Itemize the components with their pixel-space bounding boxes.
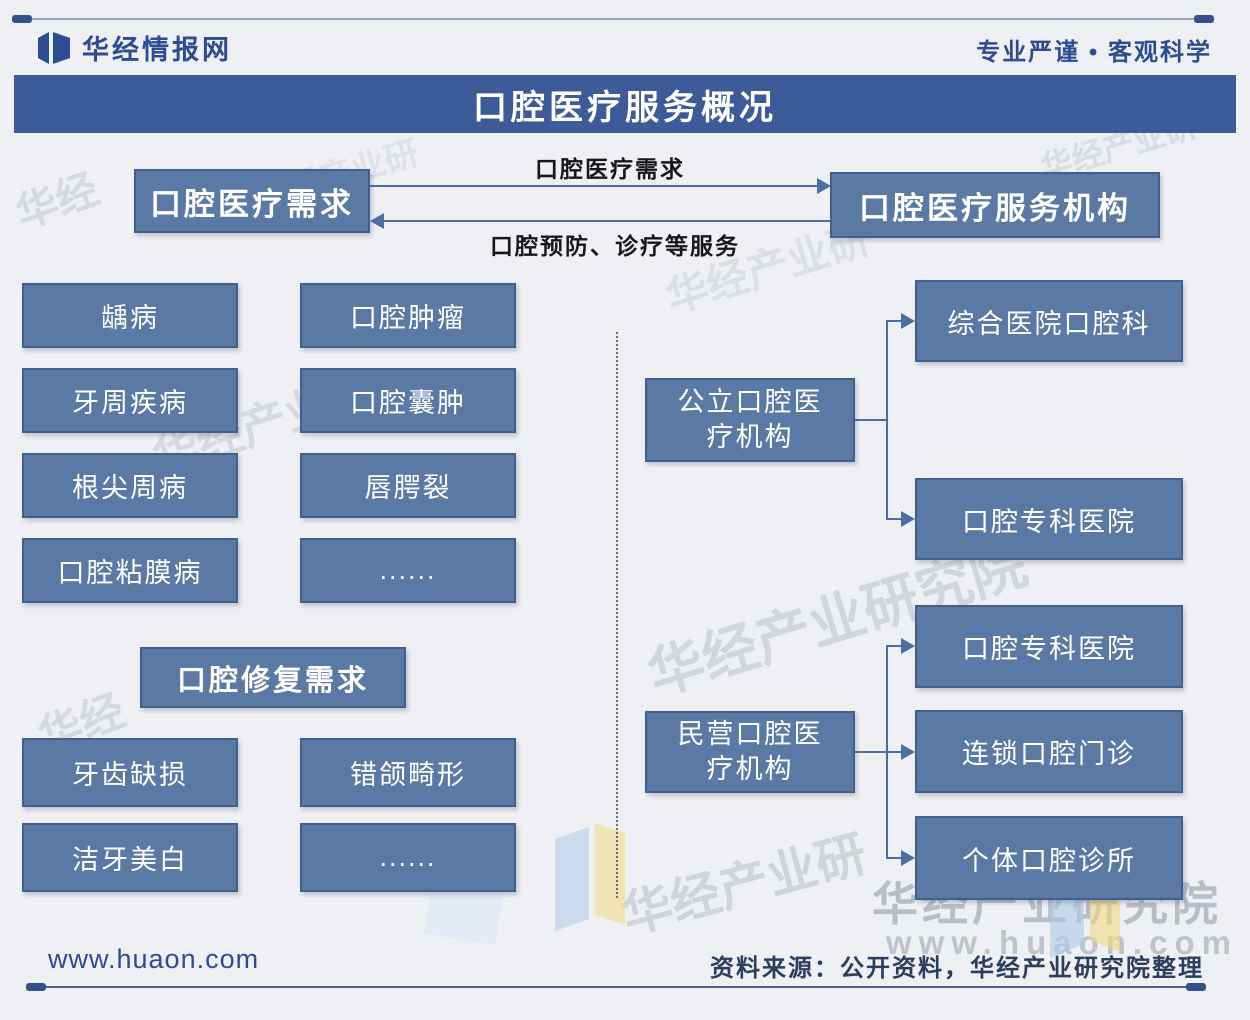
footer-site-url: www.huaon.com: [48, 944, 260, 974]
arrow-head-right-icon: [901, 313, 915, 329]
section-divider-dotted: [616, 332, 618, 898]
brand-name: 华经情报网: [82, 35, 232, 65]
private-institution-line1: 民营口腔医: [677, 718, 823, 749]
private-child-box: 个体口腔诊所: [915, 816, 1183, 900]
arrow-head-right-icon: [817, 178, 831, 194]
brand-logo-icon: [38, 31, 70, 64]
page-title: 口腔医疗服务概况: [14, 75, 1236, 133]
footer-line-right-cap: [1186, 983, 1206, 991]
flow-box-institutions: 口腔医疗服务机构: [830, 172, 1160, 238]
repair-item: 牙齿缺损: [22, 738, 238, 807]
arrow-line-left: [384, 220, 830, 222]
connector-line: [886, 320, 888, 520]
connector-line: [887, 751, 903, 753]
public-institution-box: 公立口腔医 疗机构: [645, 378, 855, 462]
top-line-left-cap: [12, 15, 32, 23]
public-institution-line1: 公立口腔医: [677, 386, 823, 417]
repair-item: ......: [300, 823, 516, 892]
top-divider-line: [14, 18, 1212, 20]
arrow-head-right-icon: [901, 638, 915, 654]
arrow-label-demand: 口腔医疗需求: [535, 156, 685, 182]
public-institution-line2: 疗机构: [706, 422, 794, 452]
demand-item: 龋病: [22, 283, 238, 348]
header-slogan: 专业严谨 • 客观科学: [976, 39, 1212, 66]
footer-line-left-cap: [26, 983, 46, 991]
footer-divider-line: [28, 986, 1206, 988]
connector-line: [855, 419, 888, 421]
watermark-text: 华经: [9, 164, 105, 238]
private-child-box: 口腔专科医院: [915, 605, 1183, 688]
demand-item: ......: [300, 538, 516, 603]
footer-source-note: 资料来源：公开资料，华经产业研究院整理: [710, 955, 1204, 982]
arrow-head-right-icon: [901, 511, 915, 527]
demand-item: 根尖周病: [22, 453, 238, 518]
public-child-box: 口腔专科医院: [915, 478, 1183, 560]
arrow-head-right-icon: [901, 850, 915, 866]
demand-item: 唇腭裂: [300, 453, 516, 518]
repair-item: 错颌畸形: [300, 738, 516, 807]
demand-item: 口腔粘膜病: [22, 538, 238, 603]
arrow-label-services: 口腔预防、诊疗等服务: [490, 233, 740, 259]
brand: 华经情报网: [38, 28, 232, 67]
connector-line: [887, 857, 903, 859]
private-institution-line2: 疗机构: [706, 754, 794, 784]
private-institution-box: 民营口腔医 疗机构: [645, 711, 855, 793]
demand-item: 牙周疾病: [22, 368, 238, 433]
arrow-head-right-icon: [901, 744, 915, 760]
repair-section-header: 口腔修复需求: [140, 647, 406, 708]
public-child-box: 综合医院口腔科: [915, 280, 1183, 362]
watermark-text: 华经产业研: [616, 825, 873, 945]
connector-line: [887, 518, 903, 520]
repair-item: 洁牙美白: [22, 823, 238, 892]
demand-item: 口腔肿瘤: [300, 283, 516, 348]
connector-line: [887, 645, 903, 647]
connector-line: [855, 751, 888, 753]
private-child-box: 连锁口腔门诊: [915, 710, 1183, 793]
top-line-right-cap: [1194, 15, 1214, 23]
demand-item: 口腔囊肿: [300, 368, 516, 433]
arrow-line-right: [369, 185, 818, 187]
arrow-head-left-icon: [370, 213, 384, 229]
connector-line: [887, 320, 903, 322]
flow-box-demand: 口腔医疗需求: [134, 169, 370, 233]
